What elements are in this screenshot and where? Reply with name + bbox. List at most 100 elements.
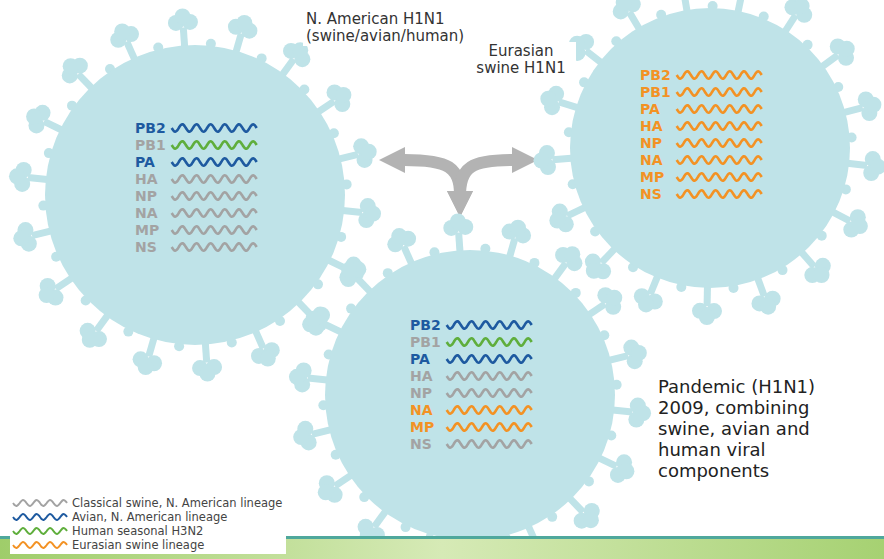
gene-segment-label: MP: [410, 419, 434, 435]
gene-segment-label: NP: [640, 135, 662, 151]
spike-head: [306, 311, 322, 327]
spike-head: [635, 405, 651, 421]
rna-segment: [447, 338, 532, 345]
legend-text: Classical swine, N. American lineage: [72, 496, 282, 510]
spike-head: [138, 359, 154, 375]
gene-segment-label: NA: [410, 402, 433, 418]
gene-segment-label: MP: [640, 169, 664, 185]
spike-head: [616, 0, 632, 11]
rna-segment: [172, 192, 257, 199]
virus-body: [325, 250, 615, 540]
rna-segment: [447, 372, 532, 379]
legend-sample: [12, 525, 68, 537]
rna-segment: [172, 175, 257, 182]
rna-segment: [447, 355, 532, 362]
legend-sample: [12, 497, 68, 509]
gene-segment-label: NS: [135, 239, 157, 255]
rna-segment: [677, 122, 762, 129]
spike-head: [583, 512, 599, 528]
spike-head: [260, 351, 276, 367]
virus-particle: PB2PB1PAHANPNAMPNSEurasian swine H1N1: [538, 0, 882, 320]
rna-segment: [172, 243, 257, 250]
spike-head: [794, 0, 810, 14]
gene-segment-label: NA: [135, 205, 158, 221]
gene-segment-label: PA: [410, 351, 430, 367]
gene-segment-label: NA: [640, 152, 663, 168]
rna-segment: [677, 71, 762, 78]
spike-head: [63, 58, 79, 74]
legend-text: Eurasian swine lineage: [72, 538, 204, 552]
spike-head: [618, 463, 634, 479]
reassortment-arrow: [460, 160, 524, 203]
rna-segment: [677, 105, 762, 112]
gene-segment-label: HA: [410, 368, 433, 384]
spike-head: [549, 213, 565, 229]
rna-segment: [677, 156, 762, 163]
spike-head: [760, 299, 776, 315]
spike-head: [391, 228, 407, 244]
spike-head: [450, 213, 466, 229]
gene-segment-label: NP: [135, 188, 157, 204]
spike-head: [26, 109, 42, 125]
gene-segment-label: HA: [640, 118, 663, 134]
legend-row: Human seasonal H3N2: [12, 524, 282, 538]
spike-head: [510, 220, 526, 236]
legend-wave: [13, 542, 67, 548]
spike-head: [540, 91, 556, 107]
spike-head: [631, 345, 647, 361]
legend-sample: [12, 511, 68, 523]
legend-row: Classical swine, N. American lineage: [12, 496, 282, 510]
virus-heading: Eurasian swine H1N1: [466, 42, 576, 78]
spike-head: [9, 168, 25, 184]
rna-segment: [447, 440, 532, 447]
rna-segment: [677, 139, 762, 146]
spike-head: [852, 218, 868, 234]
spikes: [289, 213, 651, 559]
spike-head: [341, 262, 357, 278]
rna-segment: [447, 406, 532, 413]
rna-segment: [677, 88, 762, 95]
spike-head: [39, 287, 55, 303]
legend-text: Avian, N. American lineage: [72, 510, 227, 524]
gene-segment-label: PA: [640, 101, 660, 117]
gene-segment-label: HA: [135, 171, 158, 187]
virus-body: [570, 8, 850, 288]
spike-head: [533, 152, 549, 168]
virus-outline: [538, 0, 882, 320]
rna-segment: [172, 124, 257, 131]
reassortment-arrow: [393, 160, 460, 203]
rna-segment: [447, 389, 532, 396]
rna-segment: [447, 423, 532, 430]
band-fill: [0, 539, 884, 559]
gene-segment-label: PB1: [410, 334, 441, 350]
spike-head: [82, 332, 98, 348]
rna-segment: [172, 158, 257, 165]
spike-head: [814, 267, 830, 283]
virus-body: [45, 45, 345, 345]
spike-head: [365, 206, 381, 222]
spike-head: [293, 429, 309, 445]
spike-head: [564, 246, 580, 262]
gene-segment-label: PB2: [135, 120, 166, 136]
gene-segment-label: PB2: [640, 67, 671, 83]
gene-segment-label: PA: [135, 154, 155, 170]
spike-head: [839, 41, 855, 57]
legend-sample: [12, 539, 68, 551]
legend: Classical swine, N. American lineageAvia…: [10, 494, 286, 554]
spike-head: [236, 15, 252, 31]
spike-head: [638, 296, 654, 312]
rna-segment: [677, 190, 762, 197]
gene-segment-label: NS: [640, 186, 662, 202]
spike-head: [586, 263, 602, 279]
virus-heading: N. American H1N1 (swine/avian/human): [303, 10, 489, 46]
rna-segment: [172, 141, 257, 148]
legend-row: Eurasian swine lineage: [12, 538, 282, 552]
spike-head: [199, 366, 215, 382]
rna-segment: [447, 321, 532, 328]
spikes: [9, 8, 381, 381]
virus-outline: [292, 217, 648, 559]
spike-head: [699, 309, 715, 325]
spike-head: [13, 230, 29, 246]
legend-wave: [13, 528, 67, 534]
